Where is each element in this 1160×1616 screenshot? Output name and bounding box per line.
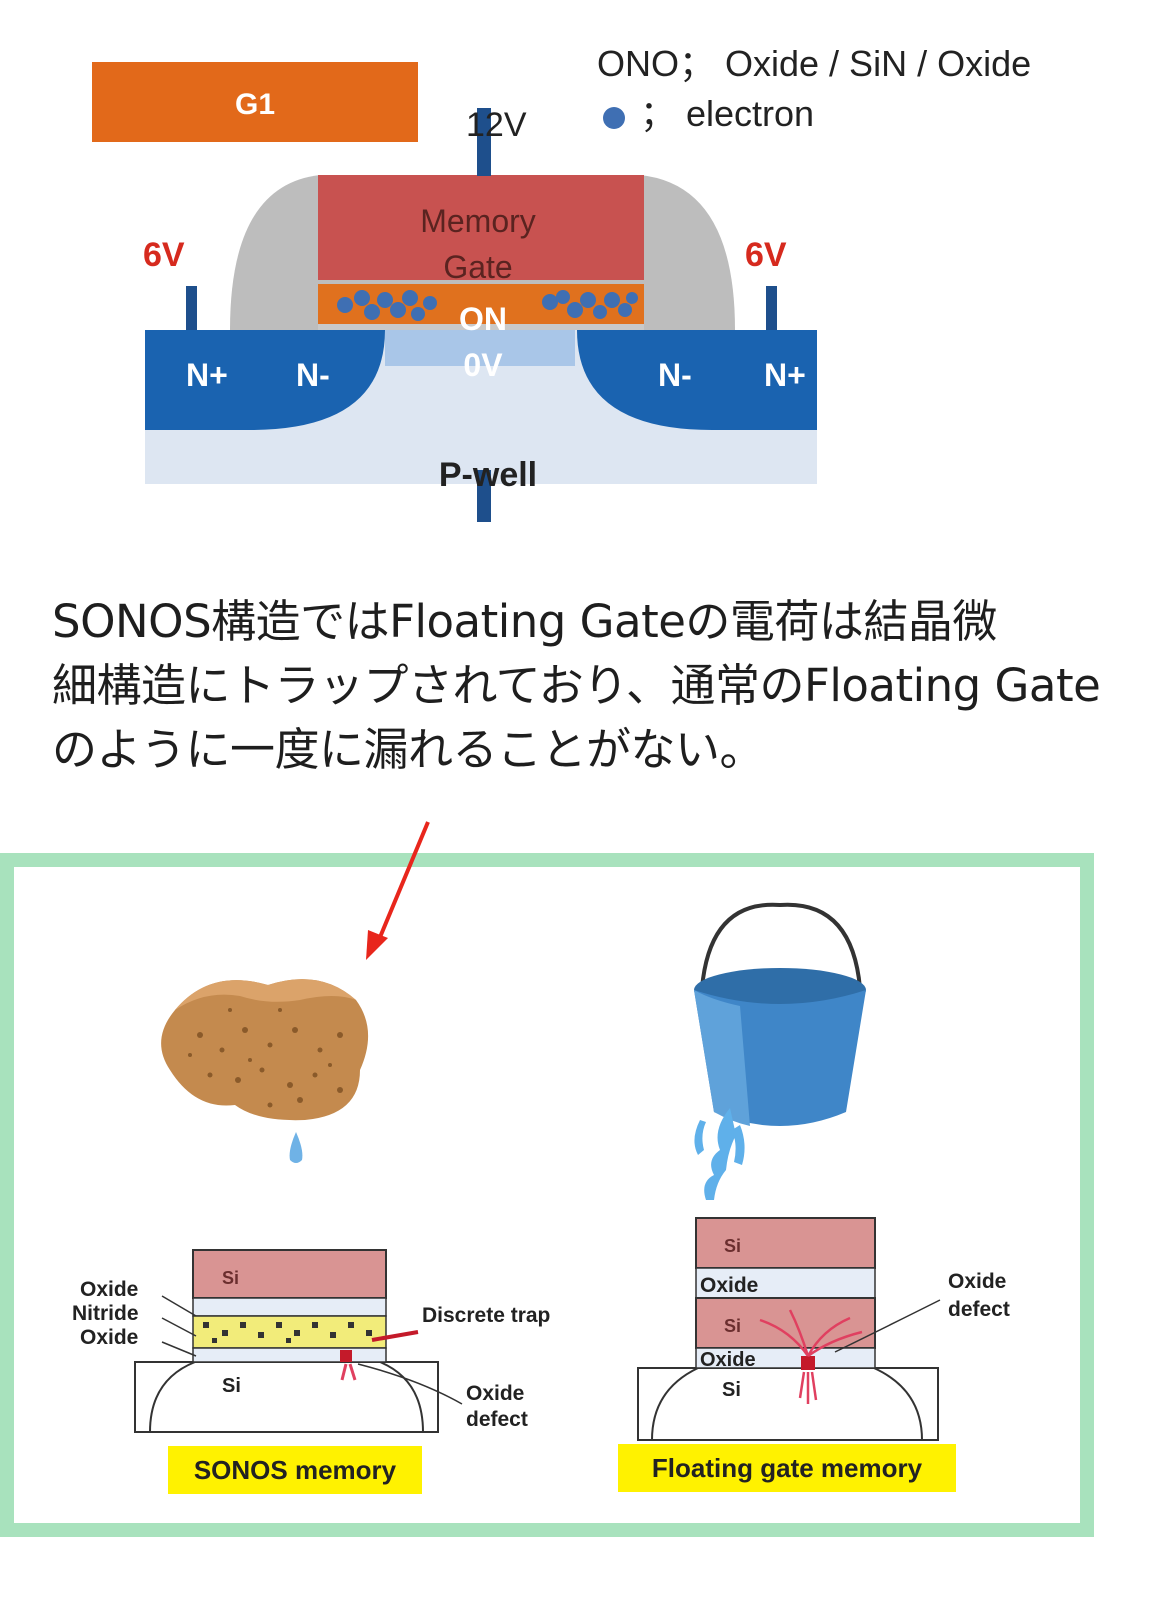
sonos-oxide-defect-label-1: Oxide xyxy=(466,1382,524,1405)
memory-gate xyxy=(318,175,644,280)
water-splash-icon xyxy=(694,1108,745,1200)
bottom-oxide xyxy=(318,324,644,330)
right-terminal xyxy=(766,286,777,330)
explanation-line-3: のように一度に漏れることがない。 xyxy=(52,723,765,776)
left-voltage: 6V xyxy=(143,236,185,274)
left-nminus-label: N- xyxy=(296,357,330,393)
fg-top-si-label: Si xyxy=(724,1236,741,1256)
fg-caption: Floating gate memory xyxy=(652,1453,923,1483)
gate-voltage: 12V xyxy=(466,106,527,144)
water-drop-icon xyxy=(289,1132,303,1163)
sonos-nitride-label: Nitride xyxy=(72,1302,139,1325)
left-terminal xyxy=(186,286,197,330)
channel-region xyxy=(385,330,575,366)
sonos-structure xyxy=(134,1249,463,1433)
memory-gate-label-2: Gate xyxy=(443,249,512,285)
fg-substrate-si-label: Si xyxy=(722,1379,741,1401)
right-nminus-label: N- xyxy=(658,357,692,393)
sonos-gate-si-label: Si xyxy=(222,1268,239,1288)
ono-label: ON xyxy=(459,301,507,337)
sonos-discrete-trap-label: Discrete trap xyxy=(422,1304,550,1327)
fg-oxide-mid-label: Oxide xyxy=(700,1274,758,1297)
sonos-oxide-top-label: Oxide xyxy=(80,1278,138,1301)
fg-oxide-defect-label-2: defect xyxy=(948,1298,1010,1321)
left-n-region xyxy=(145,330,385,430)
gate-terminal xyxy=(477,108,491,176)
right-voltage: 6V xyxy=(745,236,787,274)
well-terminal xyxy=(477,470,491,522)
left-nplus-label: N+ xyxy=(186,357,228,393)
channel-voltage: 0V xyxy=(463,347,503,383)
sonos-oxide-defect-label-2: defect xyxy=(466,1408,528,1431)
g1-label: G1 xyxy=(235,88,275,121)
red-arrow-shaft xyxy=(376,821,430,943)
sonos-substrate-si-label: Si xyxy=(222,1375,241,1397)
sonos-oxide-bottom-label: Oxide xyxy=(80,1326,138,1349)
legend-electron: ； electron xyxy=(640,93,814,134)
explanation-text: SONOS構造ではFloating Gateの電荷は結晶微 細構造にトラップされ… xyxy=(52,590,1132,782)
right-n-region xyxy=(577,330,817,430)
legend-ono: ONO； Oxide / SiN / Oxide xyxy=(597,43,1031,84)
sonos-caption: SONOS memory xyxy=(194,1455,397,1485)
explanation-line-1: SONOS構造ではFloating Gateの電荷は結晶微 xyxy=(52,595,997,648)
right-nplus-label: N+ xyxy=(764,357,806,393)
sonos-caption-bg xyxy=(168,1446,422,1494)
pwell-label: P-well xyxy=(439,456,537,494)
sonos-cell-cross-section: G1 ONO； Oxide / SiN / Oxide ； electron M… xyxy=(92,43,1031,522)
floating-gate-structure xyxy=(637,1217,941,1441)
red-arrow-head xyxy=(366,930,388,960)
g1-box xyxy=(92,62,418,142)
panel-border xyxy=(0,853,1094,1537)
sponge-icon xyxy=(161,979,369,1121)
fg-oxide-defect-label-1: Oxide xyxy=(948,1270,1006,1293)
legend-electron-dot xyxy=(603,107,625,129)
fg-si-label: Si xyxy=(724,1316,741,1336)
fg-caption-bg xyxy=(618,1444,956,1492)
bucket-icon xyxy=(694,902,866,1126)
fg-oxide-bottom-label: Oxide xyxy=(700,1349,756,1371)
trapped-electrons xyxy=(337,290,638,321)
memory-gate-label-1: Memory xyxy=(420,203,536,239)
explanation-line-2: 細構造にトラップされており、通常のFloating Gate xyxy=(52,659,1101,712)
